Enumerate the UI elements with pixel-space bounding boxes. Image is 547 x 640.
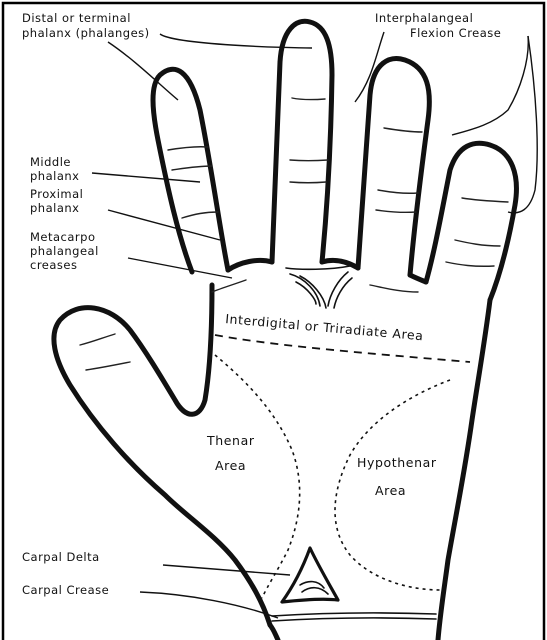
- thumb-outline: [54, 285, 270, 625]
- label-metacarpo-line3: creases: [30, 258, 77, 272]
- label-hypothenar-line1: Hypothenar: [357, 455, 437, 470]
- label-interphalangeal-line1: Interphalangeal: [375, 11, 473, 25]
- label-proximal-line1: Proximal: [30, 187, 83, 201]
- label-thenar-line2: Area: [215, 458, 246, 473]
- label-proximal-line2: phalanx: [30, 201, 79, 215]
- label-thenar-line1: Thenar: [206, 433, 255, 448]
- thenar-boundary: [215, 355, 300, 598]
- middle-finger-outline: [272, 21, 332, 262]
- label-carpal-crease: Carpal Crease: [22, 583, 109, 597]
- label-middle-line2: phalanx: [30, 169, 79, 183]
- label-interphalangeal-line2: Flexion Crease: [410, 26, 501, 40]
- little-finger-outline: [426, 143, 516, 300]
- label-metacarpo-line1: Metacarpo: [30, 230, 96, 244]
- label-distal-line2: phalanx (phalanges): [22, 26, 150, 40]
- index-finger-outline: [153, 69, 228, 272]
- wrist-left-edge: [270, 625, 278, 640]
- label-distal-line1: Distal or terminal: [22, 11, 131, 25]
- label-carpal-delta: Carpal Delta: [22, 550, 100, 564]
- finger-web: [228, 260, 426, 282]
- interdigital-triradius: [286, 266, 352, 308]
- label-metacarpo-line2: phalangeal: [30, 244, 99, 258]
- label-interdigital: Interdigital or Triradiate Area: [225, 311, 424, 343]
- label-hypothenar-line2: Area: [375, 483, 406, 498]
- label-middle-line1: Middle: [30, 155, 71, 169]
- interdigital-boundary: [215, 335, 470, 362]
- ring-finger-outline: [358, 59, 429, 275]
- ulnar-edge: [438, 300, 490, 640]
- carpal-crease: [272, 613, 436, 621]
- carpal-delta: [282, 548, 338, 602]
